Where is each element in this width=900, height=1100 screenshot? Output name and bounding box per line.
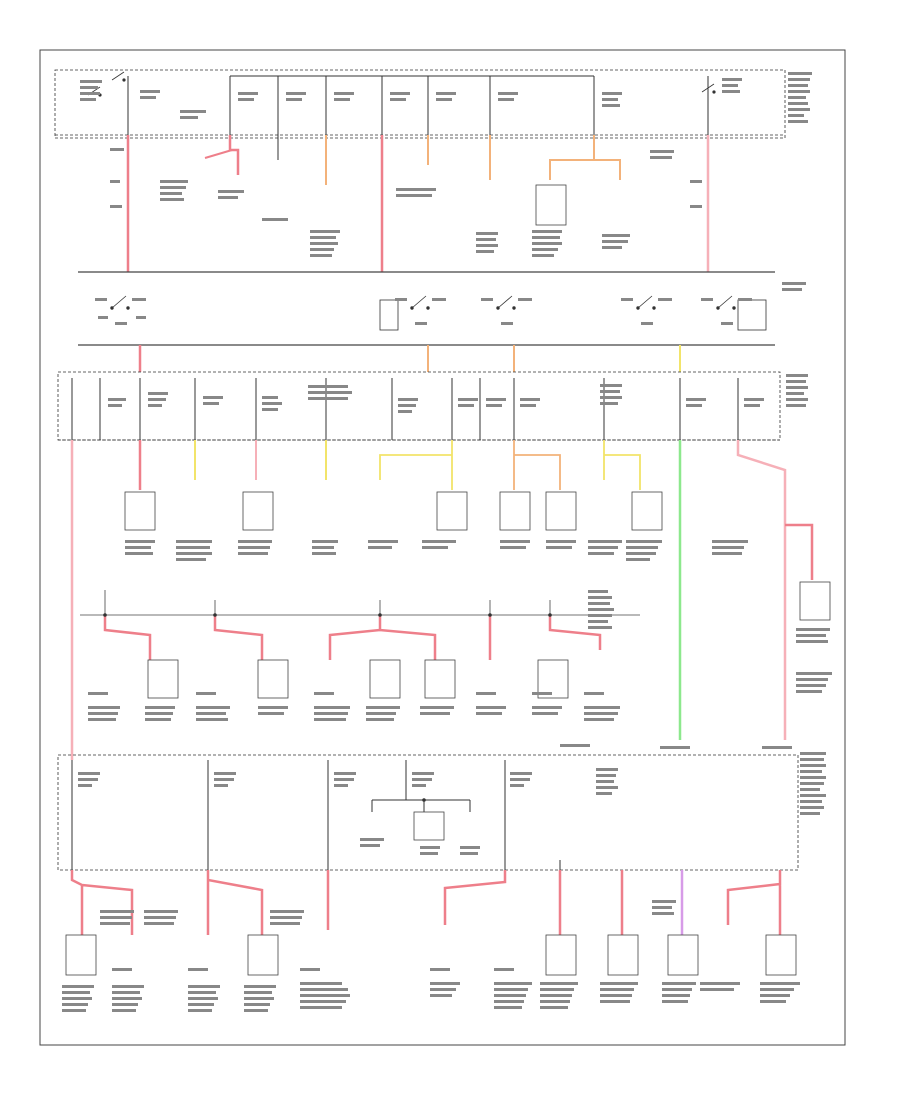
bottom-component-boxes — [65, 934, 797, 976]
bus-label-marks — [782, 282, 806, 291]
row1-label-marks — [125, 540, 830, 643]
lower-component-boxes — [413, 811, 445, 841]
splice-dots — [103, 613, 552, 802]
branch-bus — [80, 590, 640, 616]
lower-fuse-block — [57, 754, 799, 871]
row2-label-marks — [88, 672, 832, 721]
relay-label-marks — [95, 298, 752, 325]
upper-component-boxes — [535, 184, 567, 226]
top-fuse-block — [54, 69, 786, 139]
middle-fuse-stubs — [71, 378, 739, 440]
upper-bus-bar — [78, 271, 775, 346]
top-wires — [126, 135, 710, 272]
component-boxes-row2 — [147, 659, 569, 699]
middle-wires — [70, 440, 814, 760]
bottom-label-marks — [62, 900, 800, 1012]
top-fuse-stubs — [127, 75, 709, 135]
diagram-frame — [39, 49, 846, 1046]
mid-bus-wires — [138, 345, 681, 372]
middle-label-marks — [108, 374, 808, 413]
upper-label-marks — [110, 148, 702, 257]
component-boxes-row1 — [124, 491, 831, 621]
branch-label-marks — [588, 590, 614, 629]
relay-switches — [110, 295, 767, 331]
lower-fuse-stubs — [71, 760, 561, 870]
bottom-wires — [70, 870, 782, 935]
middle-fuse-block — [57, 371, 781, 441]
top-label-marks — [80, 72, 812, 123]
lower-label-marks — [78, 744, 826, 855]
branch-wires — [103, 615, 602, 660]
